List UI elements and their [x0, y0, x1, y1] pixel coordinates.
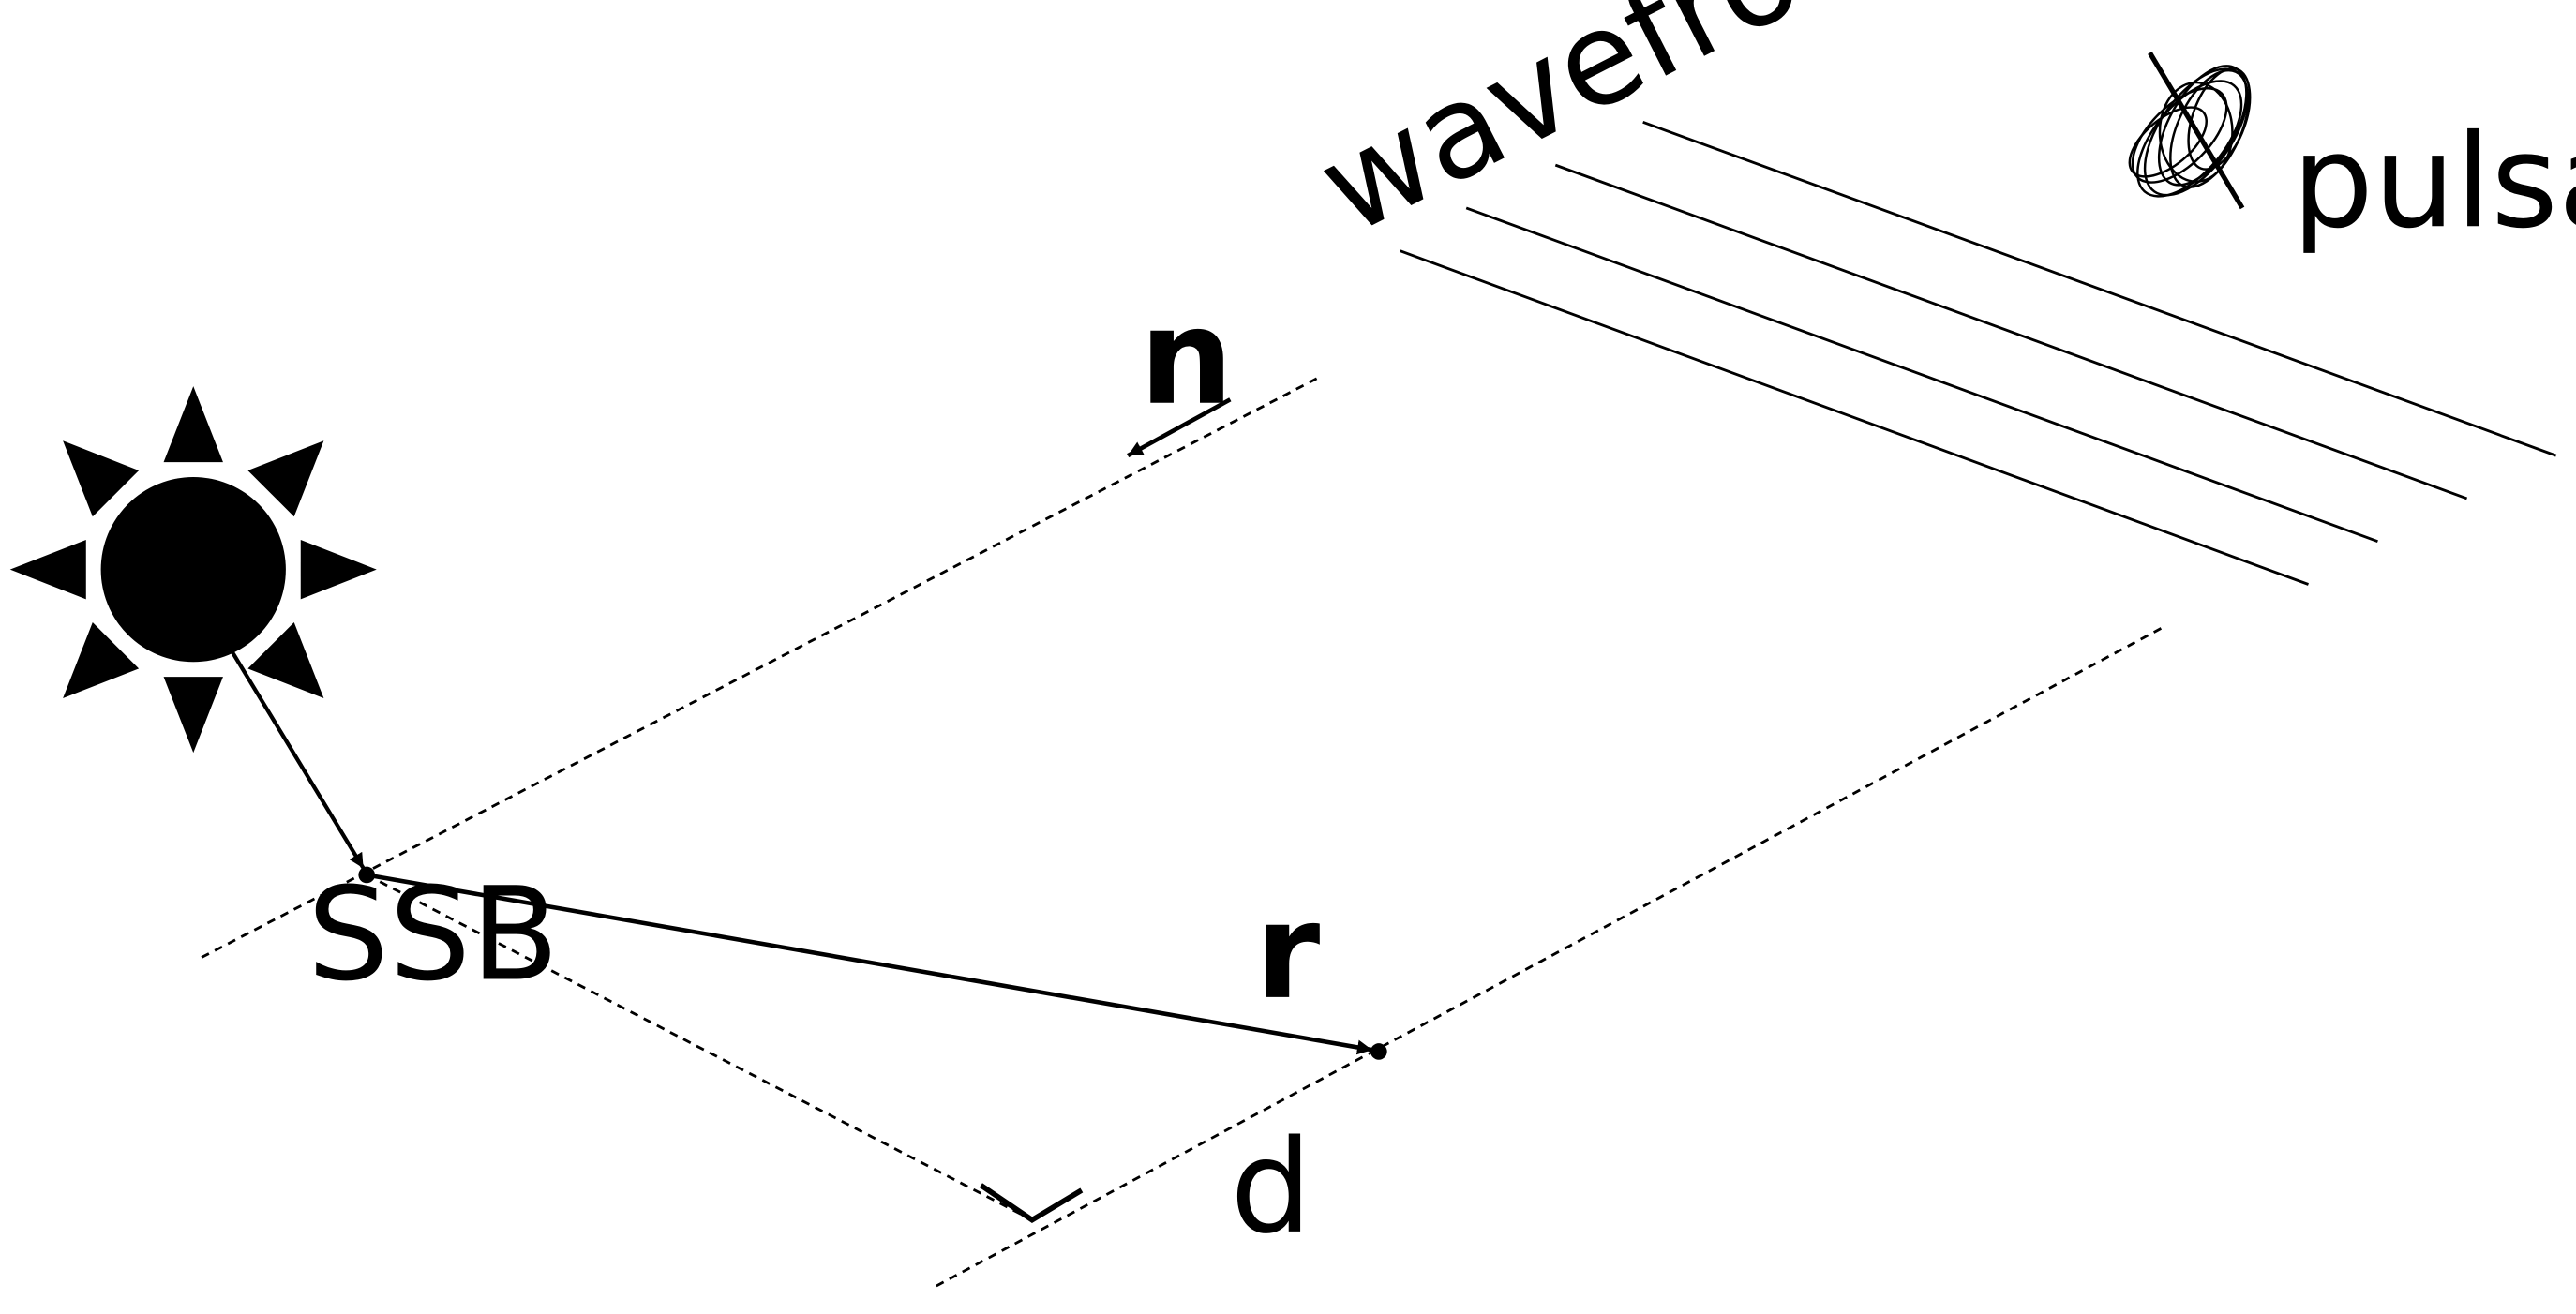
- sun-to-ssb-arrow: [229, 649, 366, 870]
- ssb-label: SSB: [307, 859, 560, 1009]
- wavefront-line: [1400, 249, 2309, 586]
- right-angle-marker: [979, 1183, 1084, 1223]
- n-vector-arrow: [1127, 397, 1232, 458]
- wavefront-line: [1554, 163, 2468, 500]
- wavefront-line: [1465, 206, 2378, 544]
- observer-point: [1370, 1043, 1387, 1060]
- observer-wavefront-line: [936, 626, 2164, 1288]
- dashed-lines: [201, 377, 2164, 1288]
- d-label: d: [1230, 1112, 1311, 1262]
- ssb-point: [358, 866, 375, 884]
- n-label: n: [1139, 281, 1233, 435]
- wavefront-lines: [1400, 121, 2557, 586]
- ssb-wavefront-line: [201, 377, 1319, 959]
- pulsar-icon: [2128, 52, 2252, 210]
- r-vector-arrow: [366, 873, 1373, 1055]
- sun-icon: [9, 386, 377, 754]
- pulsar-label: pulsar: [2292, 107, 2576, 257]
- wavefronts-label: wavefronts: [1296, 0, 1999, 263]
- wavefront-line: [1642, 121, 2557, 457]
- perpendicular-distance-line: [366, 874, 1033, 1221]
- r-label: r: [1255, 875, 1321, 1029]
